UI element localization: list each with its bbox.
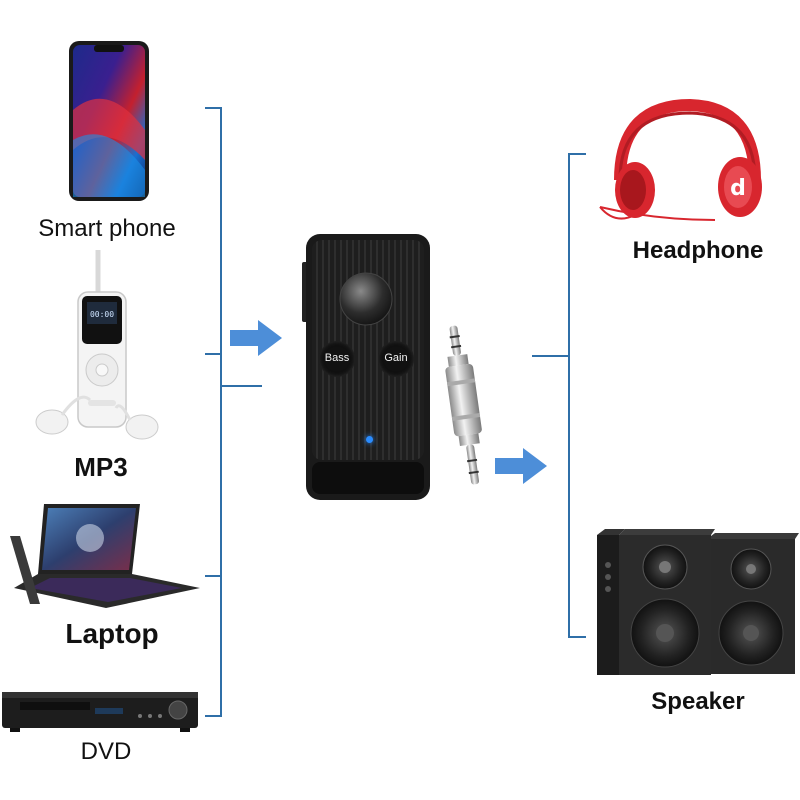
speaker-icon	[597, 529, 799, 675]
label-speaker: Speaker	[651, 688, 745, 715]
gain-button[interactable]	[378, 341, 414, 377]
headphone-icon: d	[599, 98, 762, 221]
left-bracket-tick-dvd	[205, 715, 222, 717]
label-headphone: Headphone	[632, 237, 764, 264]
left-bracket-vertical	[220, 107, 222, 717]
bass-button-label: Bass	[324, 352, 350, 364]
left-bracket-tick-laptop	[205, 575, 222, 577]
right-bracket-vertical	[568, 153, 570, 638]
right-bracket-tick-input	[532, 355, 570, 357]
output-arrow-icon	[495, 448, 547, 484]
right-bracket-tick-speaker	[568, 636, 586, 638]
dvd-player-icon	[2, 692, 198, 732]
left-bracket-tick-mp3	[205, 353, 222, 355]
label-laptop: Laptop	[65, 618, 159, 649]
left-bracket-tick-output	[222, 385, 262, 387]
mp3-player-icon: 00:00	[35, 250, 159, 440]
aux-jack-icon	[445, 325, 482, 485]
label-dvd: DVD	[80, 738, 132, 765]
status-led	[366, 436, 373, 443]
bass-button[interactable]	[319, 341, 355, 377]
right-bracket-tick-headphone	[568, 153, 586, 155]
input-arrow-icon	[230, 320, 282, 356]
svg-text:00:00: 00:00	[90, 310, 114, 319]
label-smartphone: Smart phone	[38, 215, 176, 242]
volume-knob[interactable]	[339, 272, 393, 326]
gain-button-label: Gain	[384, 352, 408, 364]
label-mp3: MP3	[74, 452, 128, 482]
left-bracket-tick-smartphone	[205, 107, 222, 109]
smartphone-icon	[69, 41, 149, 201]
laptop-icon	[10, 504, 200, 608]
svg-text:d: d	[730, 176, 746, 201]
